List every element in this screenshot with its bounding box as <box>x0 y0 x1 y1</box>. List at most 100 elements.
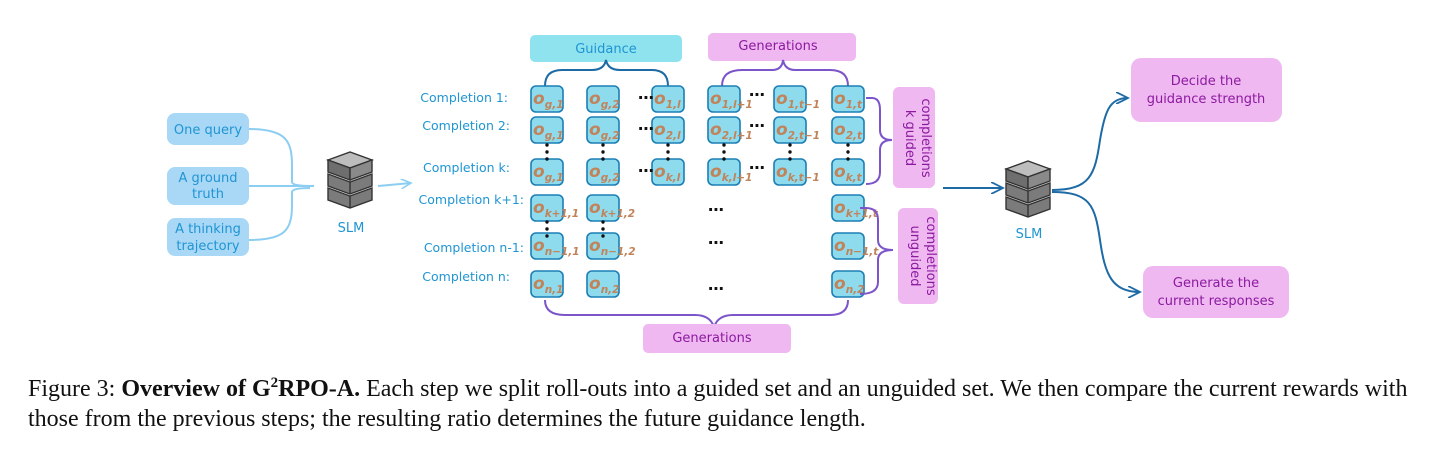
cell-symbol: og,2 <box>589 89 620 111</box>
completion-cell: on,1 <box>530 270 564 298</box>
cell-symbol: ok,t−1 <box>776 162 820 184</box>
completion-cells: og,1 og,2 o1,l o1,l+1 o1,t−1 o1,t og,1 og,2 o2,l… <box>530 85 879 298</box>
cell-symbol: on−1,1 <box>533 236 580 258</box>
vertical-dot <box>601 143 605 147</box>
output-arrows <box>1051 98 1140 292</box>
figure-caption: Figure 3: Overview of G2RPO-A. Each step… <box>28 374 1428 434</box>
guidance-label: Guidance <box>575 42 637 57</box>
slm-server-icon-right <box>1003 160 1053 218</box>
completion-cell: on,2 <box>831 270 865 298</box>
output-box-guidance-strength: Decide the guidance strength <box>1131 58 1282 122</box>
output-label-1b: guidance strength <box>1147 92 1266 107</box>
slm-label-left: SLM <box>338 221 365 236</box>
cell-symbol: o2,l+1 <box>710 120 753 142</box>
cell-symbol: on−1,2 <box>589 236 636 258</box>
slm-label-right: SLM <box>1016 227 1043 242</box>
vertical-dot <box>846 143 850 147</box>
g2rpo-a-diagram: One query A ground truth A thinking traj… <box>167 33 1289 353</box>
unguided-label-1: unguided <box>907 225 922 286</box>
cell-symbol: og,1 <box>533 162 564 184</box>
guided-completions-box: k guided completions <box>893 87 935 188</box>
generations-header-bottom: Generations <box>643 324 791 353</box>
cell-symbol: on−1,t <box>834 236 879 258</box>
vertical-dot <box>601 227 605 231</box>
vertical-dot <box>722 157 726 161</box>
cell-symbol: on,2 <box>589 274 619 296</box>
input-box-query: One query <box>167 113 249 145</box>
row-label-n1: Completion n-1: <box>424 240 524 255</box>
caption-title: Overview of G2RPO-A. <box>121 376 361 403</box>
vertical-dot <box>788 150 792 154</box>
vertical-dot <box>666 143 670 147</box>
row-label-k: Completion k: <box>423 160 510 175</box>
slm-server-icon-left <box>325 151 375 209</box>
unguided-label-2: completions <box>923 216 938 296</box>
completion-cell: on,2 <box>586 270 620 298</box>
completion-cell: ok+1,t <box>831 194 879 222</box>
completion-cell: og,1 <box>530 116 564 144</box>
cell-symbol: ok+1,t <box>834 198 879 220</box>
cell-symbol: ok,l+1 <box>710 162 752 184</box>
completion-cell: og,2 <box>586 85 620 113</box>
row-label-n: Completion n: <box>422 269 510 284</box>
vertical-dot <box>722 150 726 154</box>
completion-cell: o1,t−1 <box>773 85 820 113</box>
guidance-header: Guidance <box>530 35 682 87</box>
completion-cell: o2,l <box>651 116 685 144</box>
vertical-dot <box>788 143 792 147</box>
guided-label-2: completions <box>918 98 933 178</box>
cell-symbol: o2,t−1 <box>776 120 820 142</box>
guided-brace <box>865 97 893 185</box>
cell-symbol: o1,t−1 <box>776 89 820 111</box>
input-label-trajectory-2: trajectory <box>176 239 240 254</box>
ellipsis-row2-a: ⋯ <box>638 119 654 138</box>
cell-symbol: o1,t <box>834 89 863 111</box>
vertical-dot <box>601 150 605 154</box>
cell-symbol: ok+1,2 <box>589 198 635 220</box>
cell-symbol: on,1 <box>533 274 563 296</box>
ellipsis-rowk-b: ⋯ <box>749 158 765 177</box>
completion-cell: o2,l+1 <box>707 116 753 144</box>
vertical-dot <box>545 234 549 238</box>
input-label-trajectory-1: A thinking <box>175 222 241 237</box>
cell-symbol: o2,t <box>834 120 863 142</box>
vertical-dot <box>666 150 670 154</box>
unguided-brace <box>859 207 894 295</box>
ellipsis-rown1: ⋯ <box>708 233 724 252</box>
completion-cell: og,1 <box>530 85 564 113</box>
vertical-dot <box>846 150 850 154</box>
ellipsis-rowk1: ⋯ <box>708 200 724 219</box>
row-labels: Completion 1: Completion 2: Completion k… <box>419 90 524 284</box>
ellipsis-row1-a: ⋯ <box>638 88 654 107</box>
cell-symbol: og,1 <box>533 120 564 142</box>
input-box-ground-truth: A ground truth <box>167 167 249 205</box>
row-label-1: Completion 1: <box>420 90 508 105</box>
guided-label-1: k guided <box>902 110 917 166</box>
row-label-2: Completion 2: <box>422 118 510 133</box>
completion-cell: og,1 <box>530 158 564 186</box>
completion-cell: o1,l <box>651 85 685 113</box>
caption-title-post: RPO-A. <box>278 376 361 402</box>
completion-cell: og,2 <box>586 116 620 144</box>
vertical-dot <box>666 157 670 161</box>
input-box-trajectory: A thinking trajectory <box>167 218 249 256</box>
caption-title-pre: Overview of G <box>121 376 271 402</box>
cell-symbol: o1,l+1 <box>710 89 753 111</box>
ellipsis-rowk-a: ⋯ <box>638 161 654 180</box>
vertical-dot <box>722 143 726 147</box>
vertical-dot <box>846 157 850 161</box>
output-label-2a: Generate the <box>1173 276 1259 291</box>
completion-cell: ok,l+1 <box>707 158 752 186</box>
caption-prefix: Figure 3: <box>28 376 122 402</box>
completion-cell: on−1,t <box>831 232 879 260</box>
cell-symbol: on,2 <box>834 274 864 296</box>
generations-brace-bottom <box>544 299 849 331</box>
vertical-dot <box>601 157 605 161</box>
completion-cell: ok,l <box>651 158 685 186</box>
generations-label-top: Generations <box>738 39 818 54</box>
cell-symbol: ok,l <box>654 162 681 184</box>
vertical-dot <box>545 143 549 147</box>
caption-body: Each step we split roll-outs into a guid… <box>28 376 1408 432</box>
cell-symbol: ok+1,1 <box>533 198 579 220</box>
completion-cell: ok,t−1 <box>773 158 820 186</box>
